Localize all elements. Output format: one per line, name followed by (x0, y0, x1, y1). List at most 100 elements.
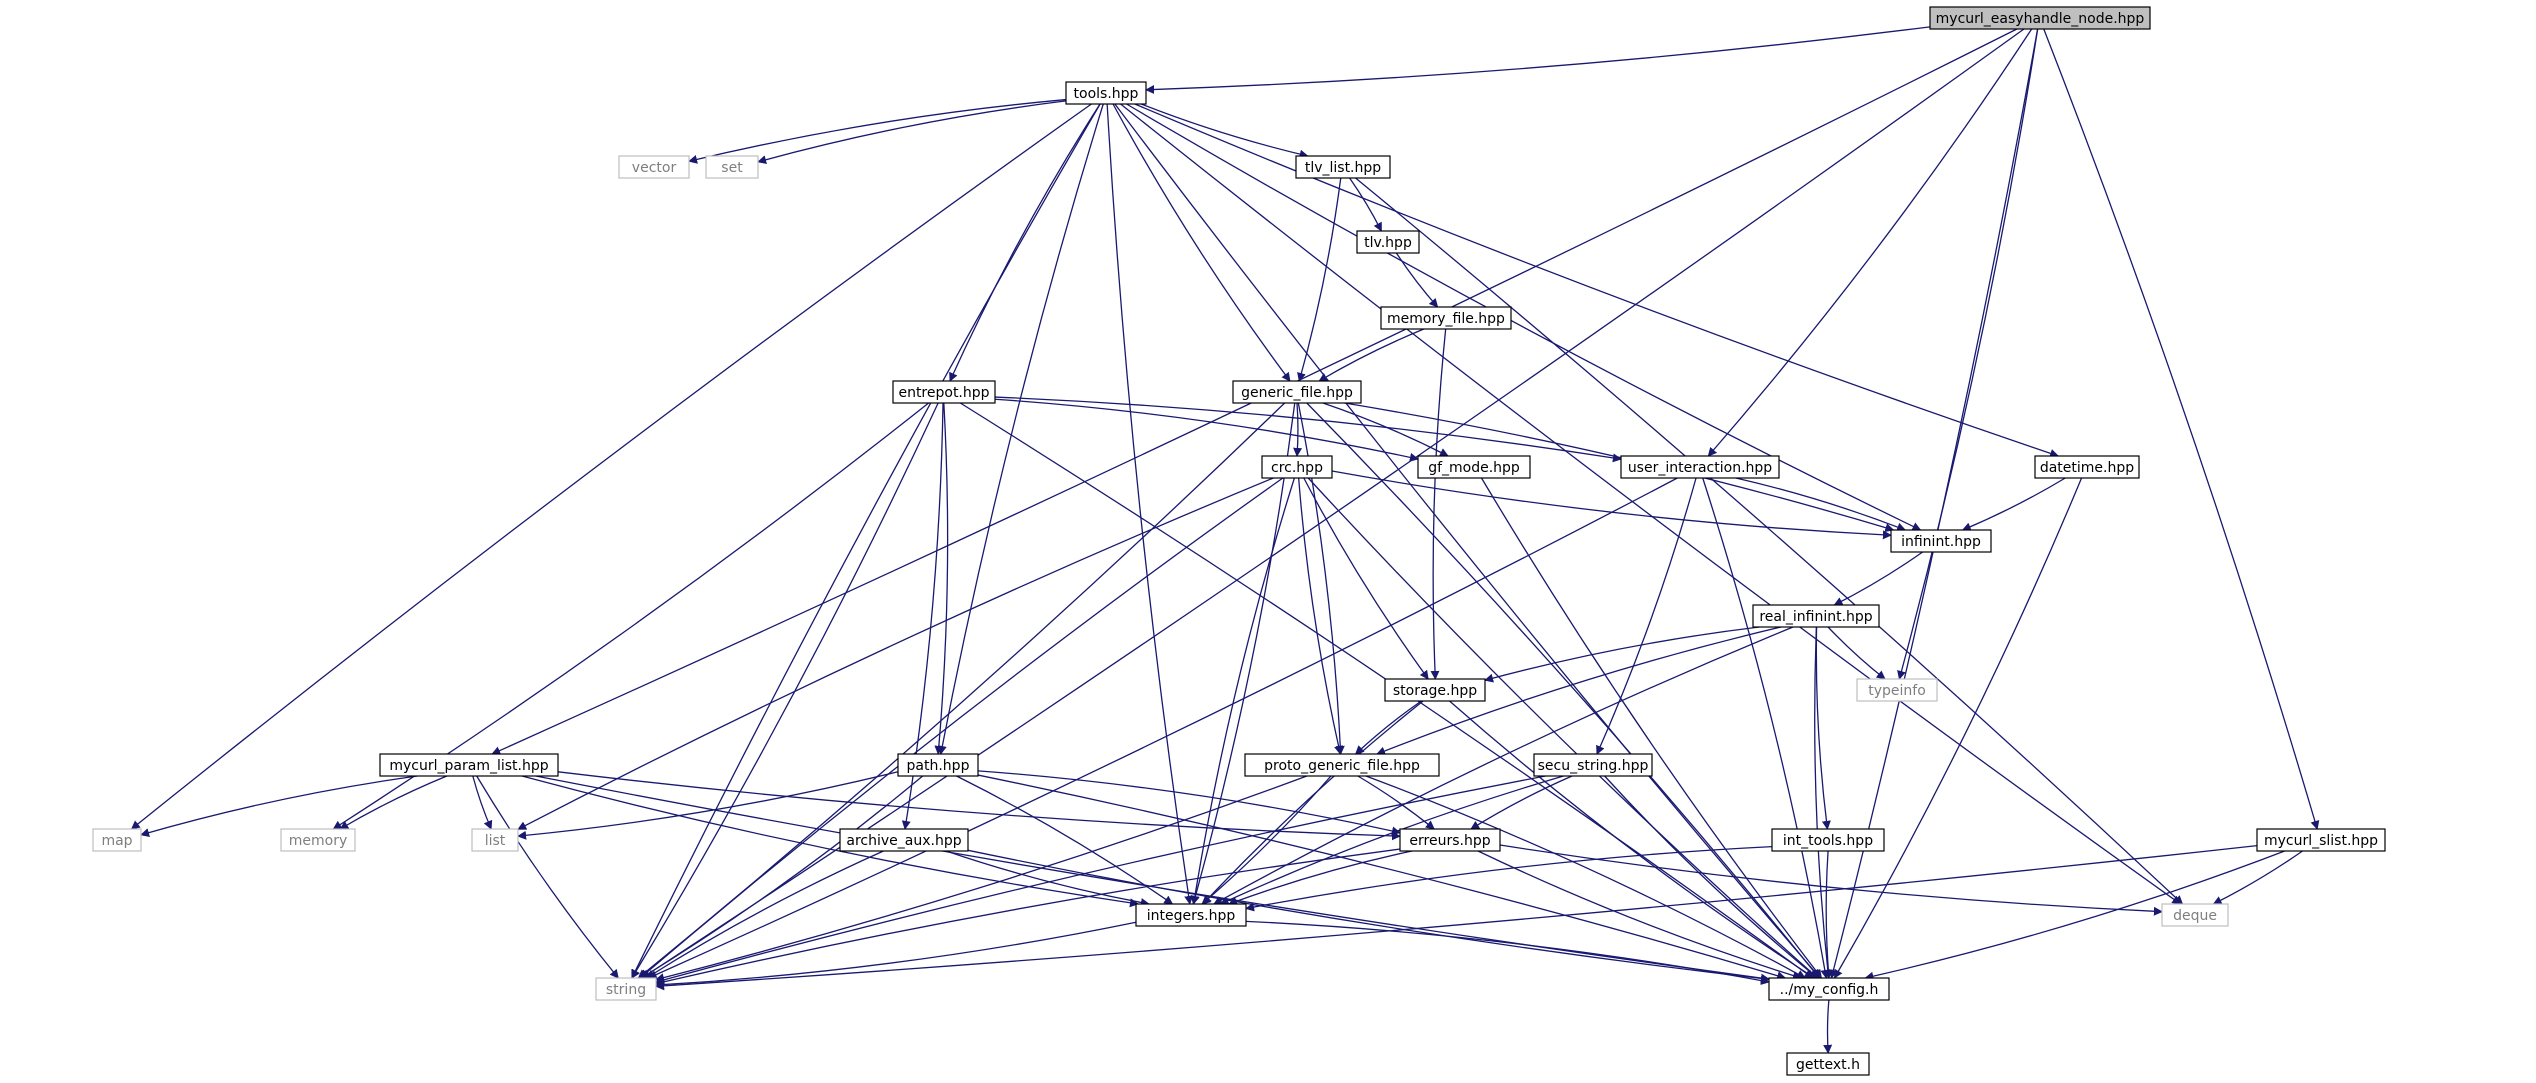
edge-datetime-to-my_config (1833, 477, 2083, 979)
node-tlv-list[interactable]: tlv_list.hpp (1295, 155, 1391, 179)
node-datetime[interactable]: datetime.hpp (2034, 455, 2140, 479)
node-gettext[interactable]: gettext.h (1786, 1052, 1870, 1076)
node-label: mycurl_param_list.hpp (389, 758, 548, 774)
node-path[interactable]: path.hpp (897, 753, 979, 777)
edge-erreurs-to-string (655, 848, 1401, 987)
edge-mycurl_slist-to-string (655, 844, 2258, 991)
node-crc[interactable]: crc.hpp (1261, 455, 1333, 479)
edge-generic_file-to-proto_generic_file (1297, 402, 1345, 755)
dependency-edges (130, 26, 2320, 1054)
node-list: list (471, 828, 519, 852)
node-label: tlv.hpp (1364, 235, 1412, 251)
edge-erreurs-to-my_config (1477, 850, 1802, 980)
edge-real_infinint-to-typeinfo (1827, 626, 1886, 680)
edge-secu_string-to-erreurs (1470, 775, 1573, 830)
edge-generic_file-to-gf_mode (1322, 402, 1449, 457)
node-label: mycurl_slist.hpp (2264, 833, 2378, 849)
edge-proto_generic_file-to-string (655, 775, 1308, 982)
edge-integers-to-string (655, 921, 1137, 990)
edge-crc-to-my_config (1307, 477, 1819, 979)
node-set: set (705, 155, 759, 179)
node-proto-generic-file[interactable]: proto_generic_file.hpp (1244, 753, 1440, 777)
edge-mycurl_param_list-to-list (472, 775, 493, 830)
edge-archive_aux-to-integers (945, 850, 1150, 907)
node-mycurl-slist[interactable]: mycurl_slist.hpp (2256, 828, 2386, 852)
node-label: gettext.h (1796, 1057, 1860, 1073)
node-int-tools[interactable]: int_tools.hpp (1771, 828, 1885, 852)
edge-tools-to-generic_file (1112, 103, 1291, 382)
node-generic-file[interactable]: generic_file.hpp (1232, 380, 1362, 404)
edge-mycurl_param_list-to-string (476, 775, 619, 979)
node-real-infinint[interactable]: real_infinint.hpp (1752, 604, 1880, 628)
edge-tools-to-set (757, 100, 1067, 165)
edge-real_infinint-to-storage (1484, 626, 1760, 683)
edge-tools-to-string (631, 103, 1101, 979)
edge-crc-to-integers (1190, 477, 1296, 905)
edge-integers-to-my_config (1245, 920, 1770, 985)
node-my-config[interactable]: ../my_config.h (1768, 977, 1890, 1001)
node-infinint[interactable]: infinint.hpp (1890, 529, 1992, 553)
node-secu-string[interactable]: secu_string.hpp (1533, 753, 1653, 777)
node-tools[interactable]: tools.hpp (1065, 81, 1147, 105)
node-memory-file[interactable]: memory_file.hpp (1380, 306, 1512, 330)
node-label: set (721, 160, 743, 176)
node-vector: vector (618, 155, 690, 179)
edge-int_tools-to-integers (1245, 845, 1773, 912)
edge-proto_generic_file-to-my_config (1365, 775, 1806, 979)
edge-erreurs-to-deque (1499, 844, 2163, 916)
node-integers[interactable]: integers.hpp (1135, 903, 1247, 927)
edge-proto_generic_file-to-erreurs (1357, 775, 1435, 830)
edge-generic_file-to-my_config (1306, 402, 1820, 979)
edge-secu_string-to-my_config (1604, 775, 1819, 979)
edge-proto_generic_file-to-integers (1201, 775, 1332, 905)
node-user-interaction[interactable]: user_interaction.hpp (1620, 455, 1780, 479)
edge-tools-to-entrepot (949, 103, 1101, 382)
node-label: datetime.hpp (2040, 460, 2134, 476)
node-tlv[interactable]: tlv.hpp (1356, 230, 1420, 254)
edge-tools-to-datetime (1134, 103, 2060, 458)
node-erreurs[interactable]: erreurs.hpp (1399, 828, 1501, 852)
edge-mycurl_slist-to-deque (2212, 850, 2303, 905)
edge-crc-to-list (517, 477, 1274, 830)
node-label: real_infinint.hpp (1759, 609, 1872, 625)
edge-tools-to-tlv_list (1140, 103, 1309, 159)
edge-path-to-list (517, 771, 899, 840)
node-string: string (595, 977, 657, 1001)
edge-crc-to-infinint (1331, 470, 1892, 540)
node-map: map (92, 828, 142, 852)
edge-secu_string-to-string (655, 775, 1546, 985)
edge-path-to-string (640, 775, 924, 979)
edge-mycurl_param_list-to-map (140, 775, 418, 837)
edge-tlv_list-to-deque (1355, 177, 2184, 905)
edge-memory_file-to-generic_file (1318, 328, 1425, 382)
edge-tlv-to-memory_file (1395, 252, 1439, 308)
node-label: entrepot.hpp (898, 385, 989, 401)
edge-archive_aux-to-string (645, 850, 884, 979)
node-entrepot[interactable]: entrepot.hpp (892, 380, 996, 404)
node-label: gf_mode.hpp (1428, 460, 1520, 476)
node-label: crc.hpp (1271, 460, 1323, 476)
node-label: typeinfo (1868, 683, 1926, 699)
edge-mycurl_param_list-to-integers (521, 775, 1139, 908)
node-mycurl-easyhandle-node[interactable]: mycurl_easyhandle_node.hpp (1929, 6, 2151, 30)
edge-tools-to-infinint (1126, 103, 1922, 531)
node-archive-aux[interactable]: archive_aux.hpp (839, 828, 969, 852)
node-label: vector (632, 160, 677, 176)
edge-real_infinint-to-proto_generic_file (1376, 626, 1782, 756)
edge-mycurl_param_list-to-erreurs (557, 771, 1401, 841)
edge-user_interaction-to-infinint (1735, 477, 1907, 532)
node-label: deque (2173, 908, 2217, 924)
edge-storage-to-my_config (1449, 700, 1816, 979)
node-mycurl-param-list[interactable]: mycurl_param_list.hpp (379, 753, 559, 777)
node-typeinfo: typeinfo (1856, 678, 1938, 702)
node-storage[interactable]: storage.hpp (1384, 678, 1486, 702)
node-label: string (606, 982, 646, 998)
node-label: mycurl_easyhandle_node.hpp (1936, 11, 2145, 27)
node-label: path.hpp (907, 758, 970, 774)
node-gf-mode[interactable]: gf_mode.hpp (1417, 455, 1531, 479)
node-label: erreurs.hpp (1409, 833, 1490, 849)
edge-generic_file-to-crc (1293, 402, 1303, 457)
node-label: memory (289, 833, 348, 849)
edge-crc-to-storage (1303, 477, 1429, 680)
